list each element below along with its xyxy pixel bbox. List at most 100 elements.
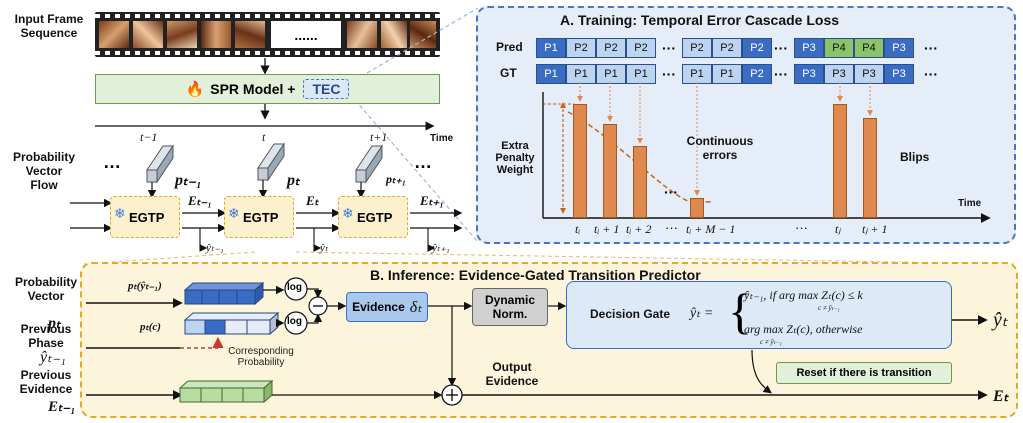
label-p-t: pₜ [287, 172, 300, 189]
snowflake-icon: ❄ [114, 205, 126, 221]
egtp-block-1: ❄EGTP [110, 196, 180, 238]
frame-gap: ...... [271, 21, 341, 48]
input-p-t: pₜ [48, 315, 61, 332]
ellipsis-right: … [414, 152, 432, 172]
prev-phase-label: Previous Phase [20, 322, 72, 350]
frame-thumbnail [167, 21, 197, 48]
label-y-t: ŷₜ [320, 242, 329, 254]
time-axis-label: Time [430, 133, 454, 144]
dynamic-norm-box: Dynamic Norm. [472, 288, 548, 326]
mid-dots: ··· [664, 184, 678, 200]
row-dots-2: ··· [662, 66, 676, 82]
continuous-errors-label: Continuous errors [686, 134, 754, 162]
input-E-prev: Eₜ₋₁ [48, 399, 76, 415]
gt-cell: P2 [742, 64, 772, 84]
penalty-bar-tj1 [863, 118, 877, 218]
gt-cell: P3 [854, 64, 884, 84]
penalty-bar-ti [573, 104, 587, 218]
panel-a-title: A. Training: Temporal Error Cascade Loss [560, 12, 840, 28]
row-dots-4: ··· [774, 66, 788, 82]
pred-cell: P3 [794, 38, 824, 58]
label-y-prev: ŷₜ₋₁ [206, 242, 224, 254]
label-E-prev: Eₜ₋₁ [188, 193, 212, 208]
pred-cell: P1 [536, 38, 566, 58]
gate-case-2-sub: c ≠ ŷₜ₋₁ [760, 338, 782, 346]
tick-tiM: tᵢ + M − 1 [686, 222, 736, 236]
gt-cell: P1 [566, 64, 596, 84]
fire-icon: 🔥 [185, 81, 205, 98]
output-y-t: ŷₜ [993, 309, 1008, 331]
pred-row-label: Pred [496, 40, 523, 54]
time-axis-a: Time [958, 198, 982, 209]
tick-tj: tⱼ [835, 222, 841, 236]
pred-cell: P2 [596, 38, 626, 58]
label-E-t: Eₜ [306, 193, 319, 208]
gt-cell: P1 [596, 64, 626, 84]
egtp-label: EGTP [129, 210, 165, 225]
gate-case-1-sub: c ≠ ŷₜ₋₁ [818, 304, 840, 312]
input-y-prev: ŷₜ₋₁ [40, 349, 66, 366]
prob-vector-bars [146, 142, 383, 199]
model-label: SPR Model + [210, 81, 296, 97]
p-of-c-label: pₜ(c) [140, 321, 161, 333]
gt-cell: P3 [794, 64, 824, 84]
prob-vector-label: Probability Vector [14, 275, 77, 303]
tick-t-minus: t−1 [140, 130, 158, 144]
frame-thumbnail [381, 21, 407, 48]
log-op-2: log [287, 316, 302, 327]
input-frame-label: Input Frame Sequence [14, 12, 84, 40]
tick-ti1: tᵢ + 1 [594, 222, 620, 236]
tick-ti: tᵢ [575, 222, 581, 236]
row-dots-5: ··· [924, 40, 938, 56]
frame-thumbnail [410, 21, 436, 48]
label-p-next: pₜ₊₁ [386, 172, 407, 186]
pred-cell: P2 [742, 38, 772, 58]
gt-cell: P3 [824, 64, 854, 84]
egtp-block-2: ❄EGTP [224, 196, 294, 238]
gt-cell: P3 [884, 64, 914, 84]
output-evidence-label: Output Evidence [485, 360, 539, 388]
frame-thumbnail [99, 21, 129, 48]
tick-t-plus: t+1 [370, 130, 388, 144]
frame-thumbnail [347, 21, 377, 48]
tick-t: t [262, 130, 266, 144]
pred-cell: P2 [566, 38, 596, 58]
penalty-bar-ti1 [603, 124, 617, 218]
snowflake-icon: ❄ [342, 205, 354, 221]
spr-model-box: 🔥 SPR Model + TEC [95, 74, 440, 104]
frame-thumbnail [201, 21, 231, 48]
frame-thumbnail [133, 21, 163, 48]
gate-y-lhs: ŷₜ = [690, 306, 714, 321]
decision-gate-label: Decision Gate [590, 307, 671, 321]
penalty-bar-tiM [690, 198, 704, 218]
gt-cell: P1 [626, 64, 656, 84]
snowflake-icon: ❄ [228, 205, 240, 221]
evidence-box: Evidence δₜ [346, 292, 428, 322]
delta-symbol: δₜ [409, 299, 422, 316]
output-E-t: Eₜ [993, 388, 1009, 405]
reset-box: Reset if there is transition [776, 362, 952, 384]
blips-label: Blips [900, 150, 930, 164]
pred-cell: P4 [824, 38, 854, 58]
corresponding-prob-label: Corresponding Probability [228, 346, 294, 368]
label-E-next: Eₜ₊₁ [420, 193, 444, 208]
pred-cell: P2 [712, 38, 742, 58]
tick-dots: ··· [665, 220, 678, 235]
pred-cell: P4 [854, 38, 884, 58]
gt-cell: P1 [536, 64, 566, 84]
prev-evidence-label: Previous Evidence [19, 368, 73, 396]
row-dots-1: ··· [662, 40, 676, 56]
frame-thumbnail [235, 21, 265, 48]
extra-penalty-label: Extra Penalty Weight [495, 140, 535, 176]
pred-cell: P2 [626, 38, 656, 58]
egtp-label: EGTP [243, 210, 279, 225]
gt-cell: P1 [712, 64, 742, 84]
pred-cell: P2 [682, 38, 712, 58]
label-y-next: ŷₜ₊₁ [432, 242, 450, 254]
pred-cell: P3 [884, 38, 914, 58]
log-op-1: log [287, 282, 302, 293]
gate-brace: { [728, 283, 752, 339]
gt-row-label: GT [500, 66, 517, 80]
